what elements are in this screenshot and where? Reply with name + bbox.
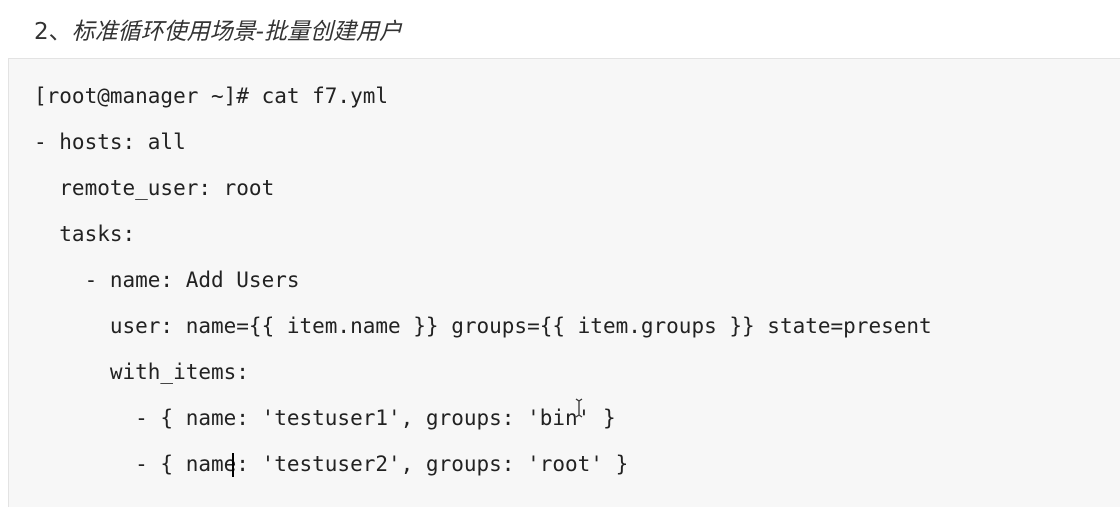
section-title: 标准循环使用场景-批量创建用户 xyxy=(71,19,402,45)
code-block[interactable] xyxy=(8,58,1120,507)
code-line-command: [root@manager ~]# cat f7.yml xyxy=(34,84,389,108)
code-line: remote_user: root xyxy=(34,176,275,200)
code-line: tasks: xyxy=(34,222,136,246)
code-line: - hosts: all xyxy=(34,130,186,154)
code-line: user: name={{ item.name }} groups={{ ite… xyxy=(34,314,932,338)
text-cursor-caret xyxy=(232,453,234,477)
section-number: 2、 xyxy=(34,19,72,45)
code-line: - name: Add Users xyxy=(34,268,300,292)
code-line: - { name: 'testuser1', groups: 'bin' } xyxy=(34,406,616,430)
code-line: with_items: xyxy=(34,360,249,384)
section-heading: 2、标准循环使用场景-批量创建用户 xyxy=(34,12,402,46)
ibeam-cursor-icon xyxy=(575,398,583,418)
code-line: - { name: 'testuser2', groups: 'root' } xyxy=(34,452,629,476)
